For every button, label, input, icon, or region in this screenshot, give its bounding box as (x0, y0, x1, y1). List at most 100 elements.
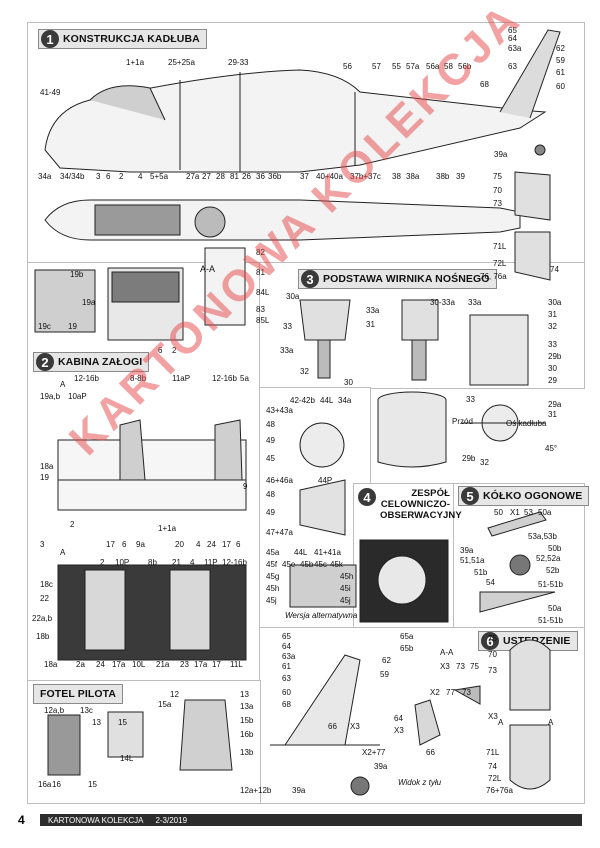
part-label-cockpit: 6 (122, 540, 127, 549)
part-label-fuse-bottom: 36b (268, 172, 282, 181)
part-label-plan: 70 (493, 186, 502, 195)
part-label-tail-aa: 73 (462, 688, 471, 697)
part-label-rotor: 30 (548, 364, 557, 373)
part-label-cockpit-plan: 2 (100, 558, 105, 567)
part-label-aa: 19c (38, 322, 51, 331)
part-label-seat: 15a (158, 700, 172, 709)
part-label-cockpit-plan: 18c (40, 580, 53, 589)
part-label-plan: 85L (256, 316, 270, 325)
part-label-cockpit-plan: 11L (230, 660, 243, 669)
part-label-sight: 45 (266, 454, 275, 463)
part-label-fuse-bottom: 34/34b (60, 172, 85, 181)
part-label-cockpit: 6 (236, 540, 241, 549)
part-label-rotor: 29b (462, 454, 476, 463)
section-title: FOTEL PILOTA (40, 688, 117, 700)
part-label-seat: 14L (120, 754, 134, 763)
part-label-sight: 45j (266, 596, 277, 605)
part-label-wheel: 50 (494, 508, 503, 517)
part-label-fuse-bottom: 37 (300, 172, 309, 181)
part-label-fuse-top: 68 (480, 80, 489, 89)
part-label-sight: 44P (318, 476, 333, 485)
part-label-tail: 63a (282, 652, 296, 661)
part-label-aa: 2 (172, 346, 177, 355)
part-label-seat: 12a,b (44, 706, 65, 715)
part-label-fuse-bottom: 37b+37c (350, 172, 381, 181)
part-label-rotor: 29 (548, 376, 557, 385)
part-label-rotor: 33a (280, 346, 294, 355)
part-label-rotor: 33 (548, 340, 557, 349)
part-label-tail-plan: 75 (488, 634, 497, 643)
part-label-wheel: 52,52a (536, 554, 561, 563)
rear-view-label: Widok z tyłu (398, 778, 442, 787)
section-header-2: 2 KABINA ZAŁOGI (33, 352, 150, 372)
part-label-seat: 15b (240, 716, 254, 725)
part-label-tail-aa: 73 (456, 662, 465, 671)
part-label-cockpit: 9a (136, 540, 145, 549)
part-label-tail-plan: 76+76a (486, 786, 513, 795)
part-label-wheel: 51b (474, 568, 488, 577)
part-label-wheel: 50a (538, 508, 552, 517)
section-title: KÓŁKO OGONOWE (483, 490, 583, 502)
section-title: ZESPÓŁ CELOWNICZO-OBSERWACYJNY (380, 488, 462, 521)
part-label-sight: 45h (266, 584, 280, 593)
part-label-cockpit: 17 (222, 540, 231, 549)
axis-label: Oś kadłuba (506, 419, 547, 428)
part-label-wheel: 51-51b (538, 616, 563, 625)
part-label-tail: 66 (426, 748, 435, 757)
part-label-tail: X3 (350, 722, 360, 731)
part-label-rotor: 30 (344, 378, 353, 387)
part-label-cockpit: 1+1a (158, 524, 177, 533)
part-label-tail: 61 (282, 662, 291, 671)
part-label-cockpit: 10aP (68, 392, 87, 401)
part-label-cockpit: 12-16b (74, 374, 99, 383)
part-label-sight: 45b (300, 560, 314, 569)
part-label-cockpit-plan: 24 (96, 660, 105, 669)
part-label-rotor: 32 (548, 322, 557, 331)
part-label-rotor: 29b (548, 352, 562, 361)
part-label-fuse-top: 65 (508, 26, 517, 35)
part-label-seat: 15 (118, 718, 127, 727)
part-label-fuse-top: 61 (556, 68, 565, 77)
section-header-3: 3 PODSTAWA WIRNIKA NOŚNEGO (298, 269, 497, 289)
part-label-sight: 47+47a (266, 528, 293, 537)
part-label-fuse-top: 64 (508, 34, 517, 43)
part-label-sight: 48 (266, 420, 275, 429)
part-label-cockpit-plan: 11P (204, 558, 218, 567)
part-label-fuse-bottom: 27 (202, 172, 211, 181)
part-label-cockpit: 11aP (172, 374, 191, 383)
part-label-fuse-bottom: 39a (494, 150, 508, 159)
part-label-cockpit-plan: 23 (180, 660, 189, 669)
alternative-version-label: Wersja alternatywna (285, 611, 358, 620)
part-label-tail: 65a (400, 632, 414, 641)
part-label-fuse-top: 56b (458, 62, 472, 71)
part-label-cockpit-plan: 2a (76, 660, 85, 669)
part-label-tail-aa: 77 (446, 688, 455, 697)
part-label-seat: 15 (88, 780, 97, 789)
section-aa-label: A-A (200, 264, 216, 274)
part-label-cockpit: 19a,b (40, 392, 61, 401)
part-label-sight: 34a (338, 396, 352, 405)
part-label-tail: 59 (380, 670, 389, 679)
part-label-tail: X2+77 (362, 748, 386, 757)
page-footer: 4 KARTONOWA KOLEKCJA 2-3/2019 (18, 812, 582, 828)
part-label-rotor: 30a (286, 292, 300, 301)
part-label-sight: 49 (266, 436, 275, 445)
part-label-sight: 44L (320, 396, 334, 405)
section-number: 1 (41, 30, 59, 48)
part-label-seat: 16a (38, 780, 52, 789)
part-label-cockpit: 24 (207, 540, 216, 549)
part-label-sight: 41+41a (314, 548, 341, 557)
part-label-cockpit: 9 (243, 482, 248, 491)
part-label-fuse-top: 60 (556, 82, 565, 91)
part-label-fuse-top: 58 (444, 62, 453, 71)
part-label-fuse-bottom: 26 (242, 172, 251, 181)
part-label-tail-aa: X3 (440, 662, 450, 671)
footer-brand: KARTONOWA KOLEKCJA (48, 815, 144, 825)
part-label-cockpit-plan: 8b (148, 558, 157, 567)
part-label-fuse-top: 62 (556, 44, 565, 53)
part-label-rotor: 29a (548, 400, 562, 409)
part-label-cockpit: 3 (40, 540, 45, 549)
part-label-fuse-bottom: 2 (119, 172, 124, 181)
part-label-cockpit-plan: 17a (112, 660, 126, 669)
part-label-sight: 46+46a (266, 476, 293, 485)
